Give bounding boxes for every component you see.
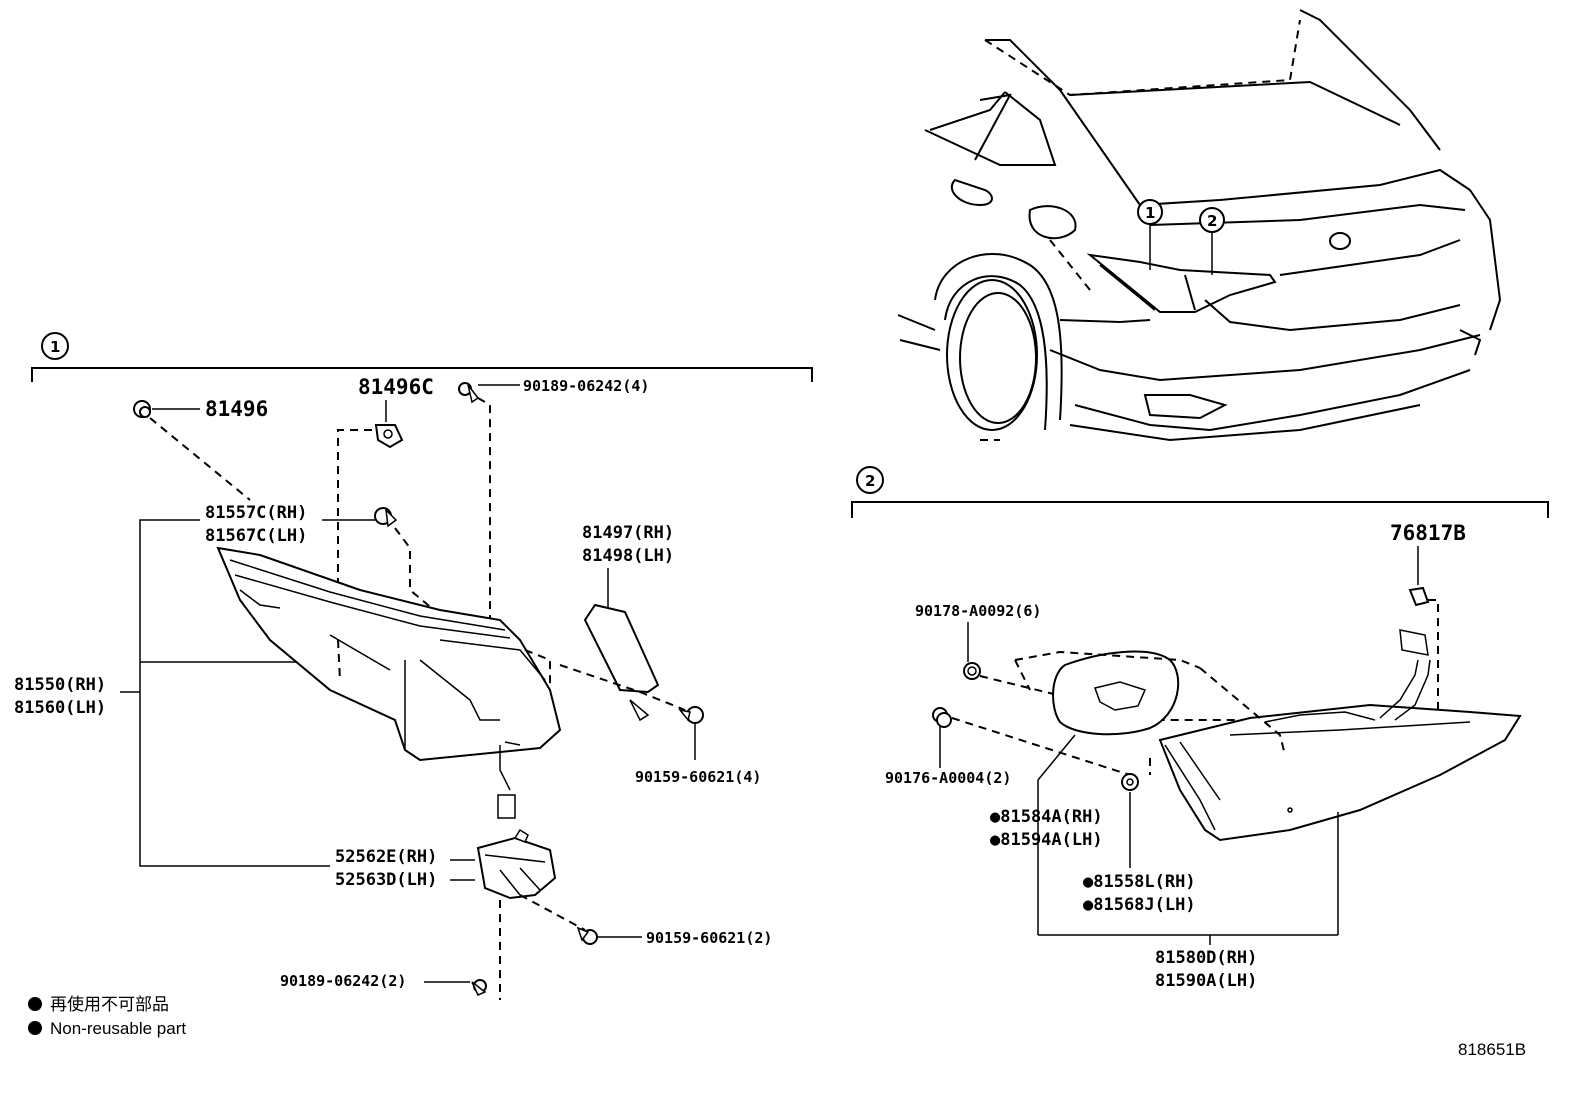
label-52563D: 52563D(LH) (335, 870, 437, 890)
nut-90176-icon (932, 707, 952, 728)
label-90189-06242-4: 90189-06242(4) (523, 377, 649, 395)
socket-52562E-icon (476, 828, 557, 900)
label-81584A: ●81584A(RH) (990, 807, 1103, 827)
label-81496C: 81496C (358, 375, 434, 399)
group-2-bracket (851, 501, 1549, 518)
grommet-81496-icon (133, 400, 151, 418)
nut-81558L-icon (1121, 773, 1139, 791)
label-81594A: ●81594A(LH) (990, 830, 1103, 850)
car-callout-1: 1 (1145, 204, 1155, 222)
label-81590A: 81590A(LH) (1155, 971, 1257, 991)
group-1-callout: 1 (50, 338, 60, 356)
legend: 再使用不可部品 Non-reusable part (28, 994, 186, 1038)
tail-lamp-81550-icon (216, 546, 562, 819)
label-90178-A0092-6: 90178-A0092(6) (915, 602, 1041, 620)
label-81497: 81497(RH) (582, 523, 674, 543)
label-90189-06242-2: 90189-06242(2) (280, 972, 406, 990)
bracket-81497-icon (583, 603, 660, 722)
screw-90159-4-icon (678, 706, 704, 724)
group-1-bracket (31, 367, 813, 382)
label-81560: 81560(LH) (14, 698, 106, 718)
label-81580D: 81580D(RH) (1155, 948, 1257, 968)
footer-code: 818651B (1458, 1040, 1526, 1059)
label-76817B: 76817B (1390, 521, 1466, 545)
label-81567C: 81567C(LH) (205, 526, 307, 546)
label-81558L: ●81558L(RH) (1083, 872, 1196, 892)
label-90159-60621-4: 90159-60621(4) (635, 768, 761, 786)
clip-76817B-icon (1408, 586, 1430, 607)
group-2-callout: 2 (865, 472, 875, 490)
label-81550: 81550(RH) (14, 675, 106, 695)
label-90176-A0004-2: 90176-A0004(2) (885, 769, 1011, 787)
label-81557C: 81557C(RH) (205, 503, 307, 523)
label-52562E: 52562E(RH) (335, 847, 437, 867)
screw-90189-top-icon (458, 382, 480, 404)
trunk-lamp-81580D-icon (1158, 629, 1522, 842)
group-1: 1 81496 81496C 90189-06242(4) 81557C(RH)… (14, 332, 813, 1000)
screw-90189-bottom-icon (471, 979, 487, 996)
clip-81496C-icon (374, 424, 404, 449)
gasket-81584A-icon (1052, 650, 1180, 736)
legend-jp: 再使用不可部品 (50, 994, 169, 1014)
legend-bullet-icon (28, 997, 42, 1011)
screw-90159-2-icon (576, 926, 598, 945)
group-1-callout-circle (41, 332, 69, 360)
group-2: 2 76817B 90178-A0092(6) 90176-A0004(2) (851, 466, 1549, 991)
label-81568J: ●81568J(LH) (1083, 895, 1196, 915)
nut-90178-icon (963, 662, 981, 680)
label-81496: 81496 (205, 397, 268, 421)
car-rear-illustration: 1 2 (897, 9, 1502, 442)
legend-bullet-icon (28, 1021, 42, 1035)
clip-81557C-icon (374, 507, 398, 528)
legend-en: Non-reusable part (50, 1019, 186, 1038)
car-callout-2: 2 (1207, 212, 1217, 230)
label-90159-60621-2: 90159-60621(2) (646, 929, 772, 947)
car-callout-1-circle (1137, 199, 1163, 225)
car-callout-2-circle (1199, 207, 1225, 233)
group-2-callout-circle (856, 466, 884, 494)
label-81498: 81498(LH) (582, 546, 674, 566)
